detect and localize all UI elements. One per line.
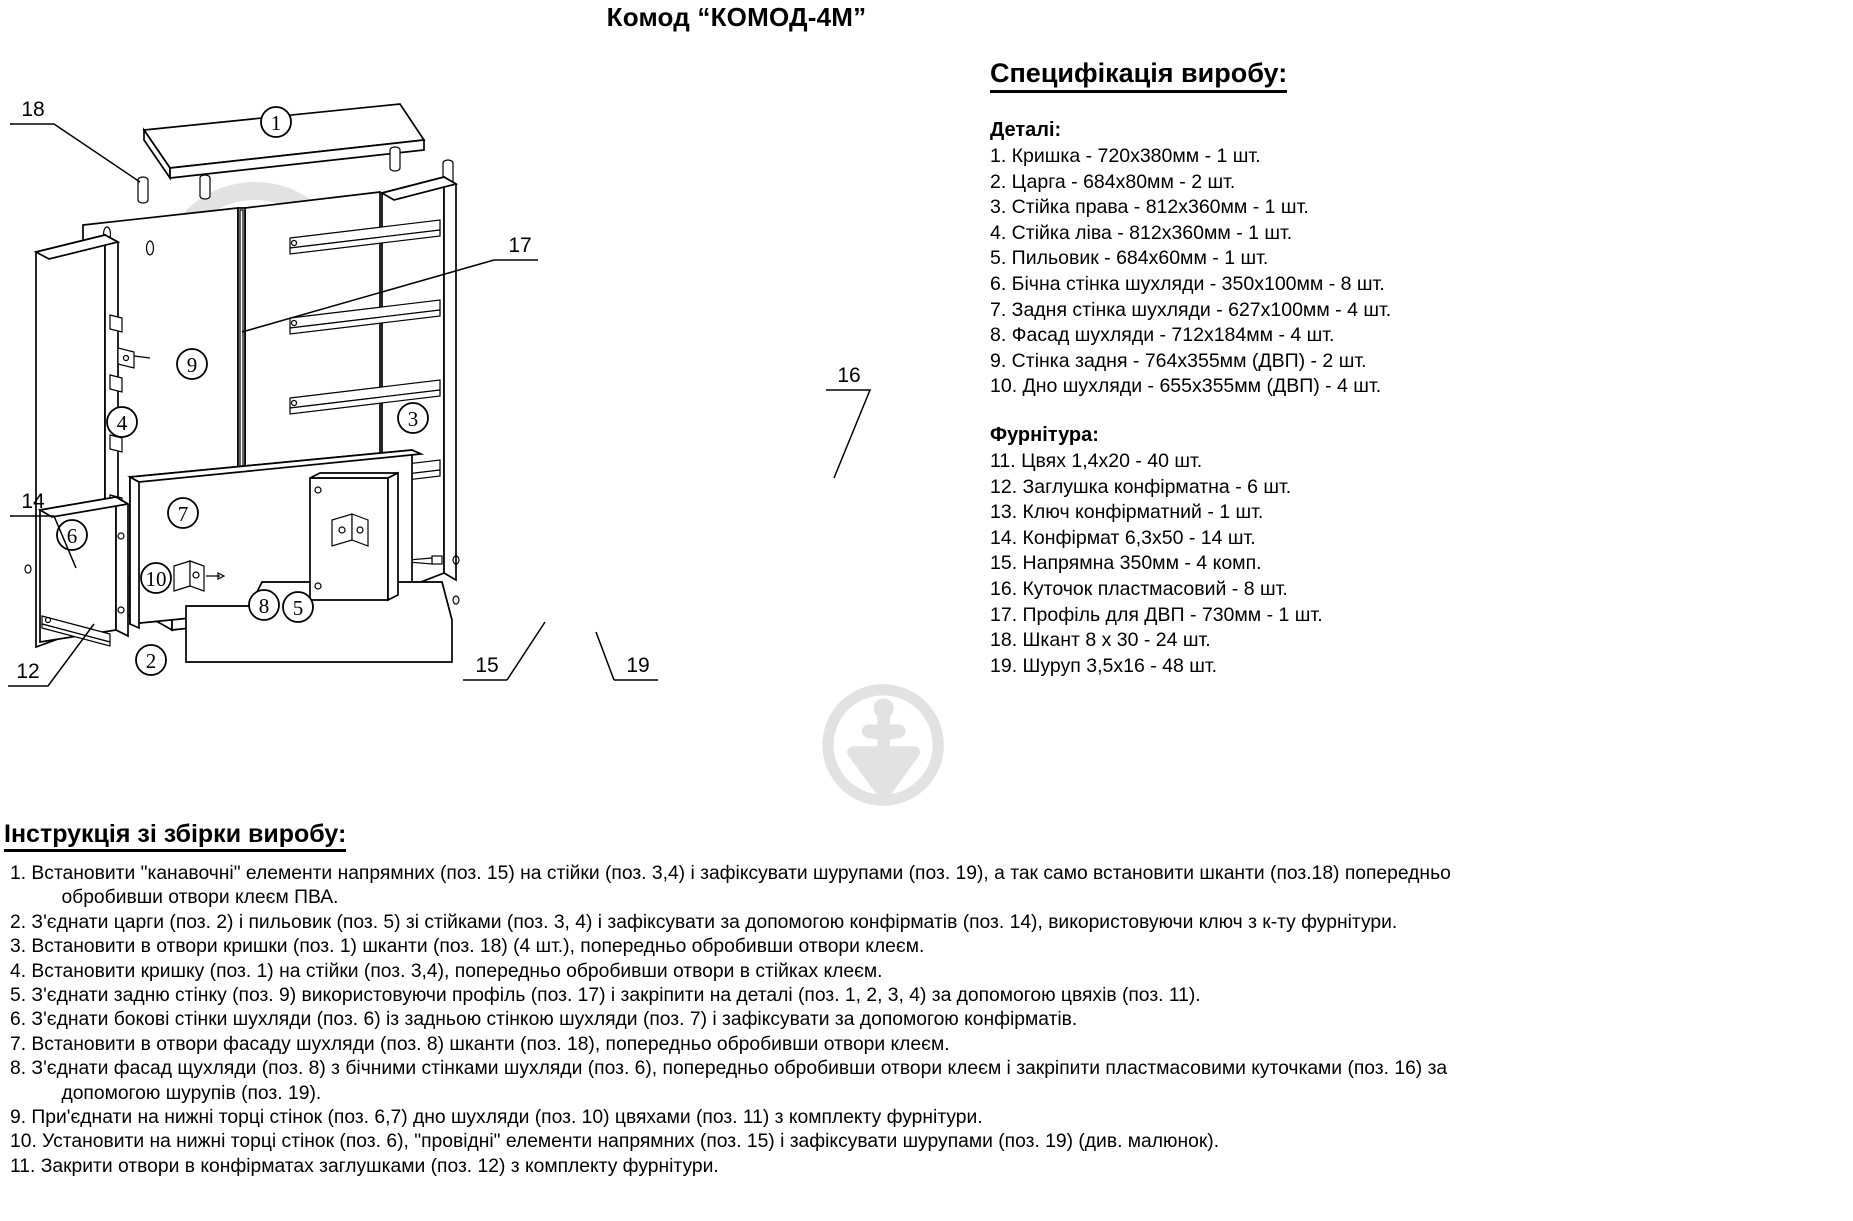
balloon-label: 3: [408, 407, 419, 431]
parts-group-title: Деталі:: [990, 119, 1062, 141]
leader-14: 14: [10, 490, 77, 569]
page-title: Комод “КОМОД-4М”: [0, 2, 1853, 33]
fitting-list-item: 19. Шуруп 3,5х16 - 48 шт.: [990, 654, 1218, 677]
balloon-label: 7: [178, 502, 189, 526]
instruction-step: 1. Встановити "канавочні" елементи напря…: [10, 863, 1451, 909]
leader-16: 16: [826, 364, 872, 479]
fitting-list-item: 18. Шкант 8 х 30 - 24 шт.: [990, 629, 1211, 652]
part-list-item: 1. Кришка - 720х380мм - 1 шт.: [990, 145, 1261, 167]
specification-panel: Специфікація виробу: Деталі: 1. Кришка -…: [990, 58, 1470, 679]
leader-15: 15: [463, 621, 546, 681]
drawer-runner-set: [289, 379, 441, 415]
instruction-step: 2. З'єднати царги (поз. 2) і пильовик (п…: [10, 911, 1398, 933]
balloon-9: 9: [176, 348, 208, 380]
balloon-label: 9: [187, 353, 198, 377]
fittings-list: 11. Цвях 1,4х20 - 40 шт. 12. Заглушка кон…: [990, 449, 1470, 679]
leader-18: 18: [10, 98, 141, 183]
leader-label: 18: [21, 98, 44, 121]
fitting-list-item: 14. Конфірмат 6,3х50 - 14 шт.: [990, 526, 1256, 549]
instructions-list: 1. Встановити "канавочні" елементи напря…: [10, 862, 1853, 1179]
instruction-step: 6. З'єднати бокові стінки шухляди (поз. …: [10, 1009, 1078, 1031]
leader-label: 12: [16, 660, 39, 683]
instruction-step: 11. Закрити отвори в конфірматах заглушк…: [10, 1155, 719, 1177]
fitting-list-item: 11. Цвях 1,4х20 - 40 шт.: [990, 449, 1203, 472]
instruction-step: 3. Встановити в отвори кришки (поз. 1) ш…: [10, 936, 925, 958]
leader-17: 17: [241, 234, 538, 333]
instruction-step: 10. Установити на нижні торці стінок (по…: [10, 1131, 1220, 1153]
part-list-item: 3. Стійка права - 812х360мм - 1 шт.: [990, 196, 1309, 219]
corner-bracket-detail: [117, 347, 151, 369]
balloon-10: 10: [140, 562, 172, 594]
instruction-step: 9. При'єднати на нижні торці стінок (поз…: [10, 1107, 983, 1129]
part-list-item: 2. Царга - 684х80мм - 2 шт.: [990, 170, 1236, 193]
leader-label: 16: [837, 364, 860, 387]
balloon-label: 1: [271, 111, 282, 135]
balloon-label: 8: [259, 594, 270, 618]
part-list-item: 6. Бічна стінка шухляди - 350х100мм - 8 …: [990, 272, 1385, 295]
fitting-list-item: 12. Заглушка конфірматна - 6 шт.: [990, 475, 1292, 498]
corner-bracket-glyph: [331, 513, 369, 547]
part-plastic-corner-16: [309, 471, 399, 602]
fitting-list-item: 13. Ключ конфірматний - 1 шт.: [990, 501, 1264, 524]
balloon-2: 2: [135, 644, 167, 676]
part-list-item: 7. Задня стінка шухляди - 627х100мм - 4 …: [990, 298, 1392, 321]
fittings-group: Фурнітура: 11. Цвях 1,4х20 - 40 шт. 12. З…: [990, 424, 1470, 679]
balloon-4: 4: [106, 406, 138, 438]
part-top-panel: [142, 103, 426, 200]
balloon-3: 3: [397, 402, 429, 434]
fitting-list-item: 17. Профіль для ДВП - 730мм - 1 шт.: [990, 603, 1323, 626]
drawer-runner-set: [289, 219, 441, 255]
drawer-slide-rail: [41, 615, 111, 647]
leader-label: 19: [626, 654, 649, 677]
part-list-item: 9. Стінка задня - 764х355мм (ДВП) - 2 шт…: [990, 349, 1367, 372]
balloon-label: 2: [146, 649, 157, 673]
leader-label: 14: [21, 490, 45, 513]
parts-list: 1. Кришка - 720х380мм - 1 шт. 2. Царга - …: [990, 144, 1470, 400]
leader-12: 12: [8, 623, 95, 687]
balloon-1: 1: [260, 106, 292, 138]
exploded-assembly-drawing: 1 9 4 3 5 2 6: [0, 30, 990, 840]
leader-19: 19: [595, 631, 658, 681]
spec-heading: Специфікація виробу:: [990, 58, 1288, 93]
balloon-8: 8: [248, 589, 280, 621]
balloon-label: 5: [293, 596, 304, 620]
fitting-list-item: 15. Напрямна 350мм - 4 комп.: [990, 552, 1262, 575]
balloon-7: 7: [167, 497, 199, 529]
drawer-runner-set: [289, 299, 441, 335]
balloon-label: 6: [67, 524, 78, 548]
leader-label: 15: [475, 654, 498, 677]
instruction-step: 5. З'єднати задню стінку (поз. 9) викори…: [10, 985, 1201, 1007]
instruction-step: 8. З'єднати фасад щухляди (поз. 8) з біч…: [10, 1058, 1448, 1104]
part-corner-10-glyph: [173, 560, 226, 592]
balloon-5: 5: [282, 591, 314, 623]
parts-group: Деталі: 1. Кришка - 720х380мм - 1 шт. 2. …: [990, 119, 1470, 400]
instruction-step: 7. Встановити в отвори фасаду шухляди (п…: [10, 1033, 950, 1055]
fittings-group-title: Фурнітура:: [990, 423, 1099, 446]
instructions-heading: Інструкція зі збірки виробу:: [4, 820, 347, 852]
instruction-step: 4. Встановити кришку (поз. 1) на стійки …: [10, 960, 883, 982]
part-list-item: 8. Фасад шухляди - 712х184мм - 4 шт.: [990, 324, 1335, 347]
fitting-list-item: 16. Куточок пластмасовий - 8 шт.: [990, 577, 1288, 600]
leader-label: 17: [508, 234, 531, 257]
watermark-logo-secondary: [822, 684, 944, 806]
part-list-item: 10. Дно шухляди - 655х355мм (ДВП) - 4 шт…: [990, 375, 1382, 398]
balloon-label: 10: [146, 567, 167, 591]
page-title-text: Комод “КОМОД-4М”: [606, 2, 867, 32]
part-list-item: 5. Пильовик - 684х60мм - 1 шт.: [990, 247, 1269, 270]
balloon-label: 4: [117, 411, 128, 435]
part-list-item: 4. Стійка ліва - 812х360мм - 1 шт.: [990, 221, 1293, 244]
